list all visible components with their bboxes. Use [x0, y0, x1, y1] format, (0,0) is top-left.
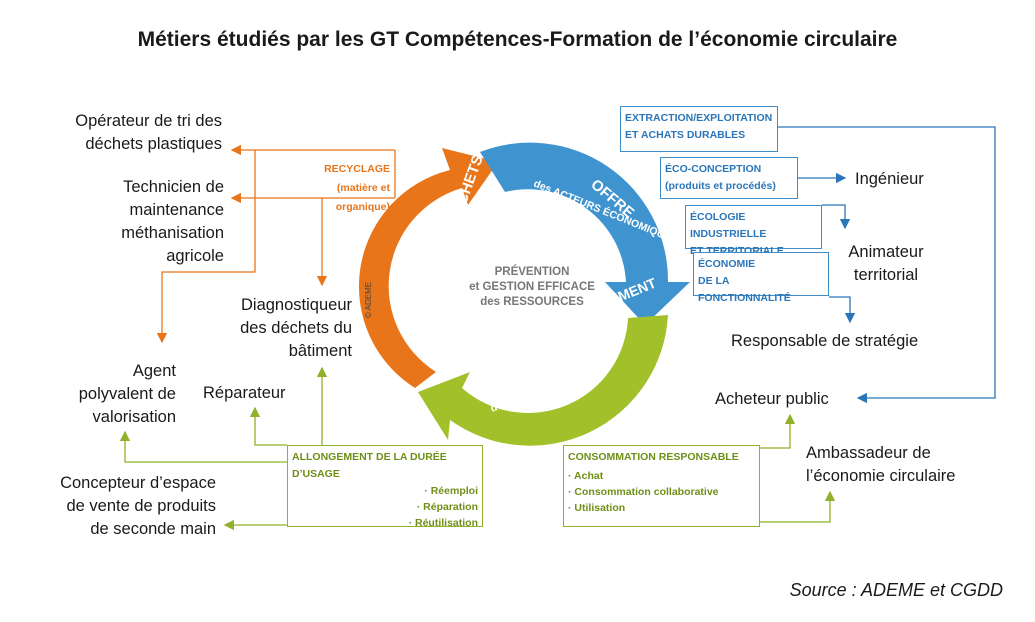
- box-ecologie: ÉCOLOGIE INDUSTRIELLE ET TERRITORIALE: [685, 205, 822, 257]
- job-concepteur-line-2: de vente de produits: [66, 497, 216, 515]
- source-caption: Source : ADEME et CGDD: [789, 580, 1003, 600]
- box-economie: ÉCONOMIE DE LA FONCTIONNALITÉ: [693, 252, 829, 304]
- job-acheteur: Acheteur public: [715, 390, 829, 408]
- job-agent: Agent polyvalent de valorisation: [40, 360, 176, 429]
- box-ecoconception: ÉCO-CONCEPTION (produits et procédés): [660, 157, 798, 199]
- job-agent-line-1: Agent: [132, 362, 176, 380]
- job-ambassadeur-line-1: Ambassadeur de: [806, 444, 931, 462]
- box-economie-line-2: DE LA FONCTIONNALITÉ: [698, 275, 791, 304]
- center-line-3: des RESSOURCES: [480, 296, 584, 308]
- job-diagnostiqueur: Diagnostiqueur des déchets du bâtiment: [210, 294, 352, 363]
- consommation-item-achat: · Achat: [568, 470, 604, 482]
- job-reparateur: Réparateur: [203, 384, 286, 402]
- job-animateur-line-2: territorial: [853, 266, 919, 284]
- consommation-item-utilisation: · Utilisation: [568, 502, 626, 514]
- job-concepteur-line-1: Concepteur d’espace: [60, 474, 216, 492]
- job-ingenieur: Ingénieur: [855, 170, 924, 188]
- consommation-title: CONSOMMATION RESPONSABLE: [568, 451, 739, 463]
- box-extraction: EXTRACTION/EXPLOITATION ET ACHATS DURABL…: [620, 106, 778, 152]
- box-economie-line-1: ÉCONOMIE: [698, 258, 756, 270]
- job-agent-line-2: polyvalent de: [78, 385, 176, 403]
- recyclage-subtitle: (matière et organique): [335, 182, 390, 213]
- job-technicien-line-3: méthanisation: [121, 224, 224, 242]
- arc-gestion-dechets: [358, 148, 498, 388]
- box-extraction-line-1: EXTRACTION/EXPLOITATION: [625, 112, 773, 124]
- job-technicien-line-4: agricole: [166, 247, 224, 265]
- copyright-ademe: © ADEME: [364, 282, 373, 318]
- offre-connectors: [778, 126, 996, 404]
- job-concepteur: Concepteur d’espace de vente de produits…: [30, 472, 216, 541]
- arc-demande: [418, 315, 668, 446]
- cycle: [358, 142, 690, 446]
- cycle-center-text: PRÉVENTION et GESTION EFFICACE des RESSO…: [432, 265, 632, 310]
- job-animateur: Animateur territorial: [836, 241, 936, 287]
- job-ambassadeur-line-2: l’économie circulaire: [806, 467, 956, 485]
- job-diagnostiqueur-line-3: bâtiment: [288, 342, 352, 360]
- job-animateur-line-1: Animateur: [848, 243, 924, 261]
- allongement-item-reemploi: · Réemploi: [424, 485, 478, 497]
- job-operateur-line-2: déchets plastiques: [85, 135, 222, 153]
- allongement-item-reutilisation: · Réutilisation: [408, 517, 478, 529]
- box-extraction-line-2: ET ACHATS DURABLES: [625, 129, 746, 141]
- allongement-connectors: [119, 366, 328, 531]
- consommation-connectors: [760, 413, 836, 523]
- job-technicien-line-1: Technicien de: [123, 178, 224, 196]
- allongement-title: ALLONGEMENT DE LA DURÉE D’USAGE: [292, 451, 447, 480]
- box-ecoconception-line-1: ÉCO-CONCEPTION: [665, 163, 762, 175]
- recyclage-title: RECYCLAGE: [324, 163, 390, 175]
- arc-offre: [480, 142, 690, 325]
- box-ecoconception-line-2: (produits et procédés): [665, 180, 776, 192]
- recyclage-label: RECYCLAGE (matière et organique): [280, 160, 390, 217]
- job-operateur-line-1: Opérateur de tri des: [75, 112, 222, 130]
- page-title: Métiers étudiés par les GT Compétences-F…: [137, 28, 898, 51]
- job-ambassadeur: Ambassadeur de l’économie circulaire: [806, 442, 955, 488]
- job-technicien-line-2: maintenance: [129, 201, 224, 219]
- job-operateur-tri: Opérateur de tri des déchets plastiques: [30, 110, 222, 156]
- job-technicien: Technicien de maintenance méthanisation …: [60, 176, 224, 268]
- box-allongement: ALLONGEMENT DE LA DURÉE D’USAGE · Réempl…: [287, 445, 483, 529]
- allongement-item-reparation: · Réparation: [416, 501, 478, 513]
- job-diagnostiqueur-line-2: des déchets du: [240, 319, 352, 337]
- box-ecologie-line-1: ÉCOLOGIE INDUSTRIELLE: [690, 211, 767, 240]
- center-line-1: PRÉVENTION: [494, 266, 570, 278]
- consommation-item-collaborative: · Consommation collaborative: [568, 486, 719, 498]
- job-diagnostiqueur-line-1: Diagnostiqueur: [241, 296, 352, 314]
- recycling-connectors: [156, 144, 396, 344]
- job-agent-line-3: valorisation: [92, 408, 176, 426]
- center-line-2: et GESTION EFFICACE: [469, 281, 595, 293]
- job-responsable: Responsable de stratégie: [731, 332, 919, 350]
- job-concepteur-line-3: de seconde main: [90, 520, 216, 538]
- box-consommation: CONSOMMATION RESPONSABLE · Achat · Conso…: [563, 445, 760, 527]
